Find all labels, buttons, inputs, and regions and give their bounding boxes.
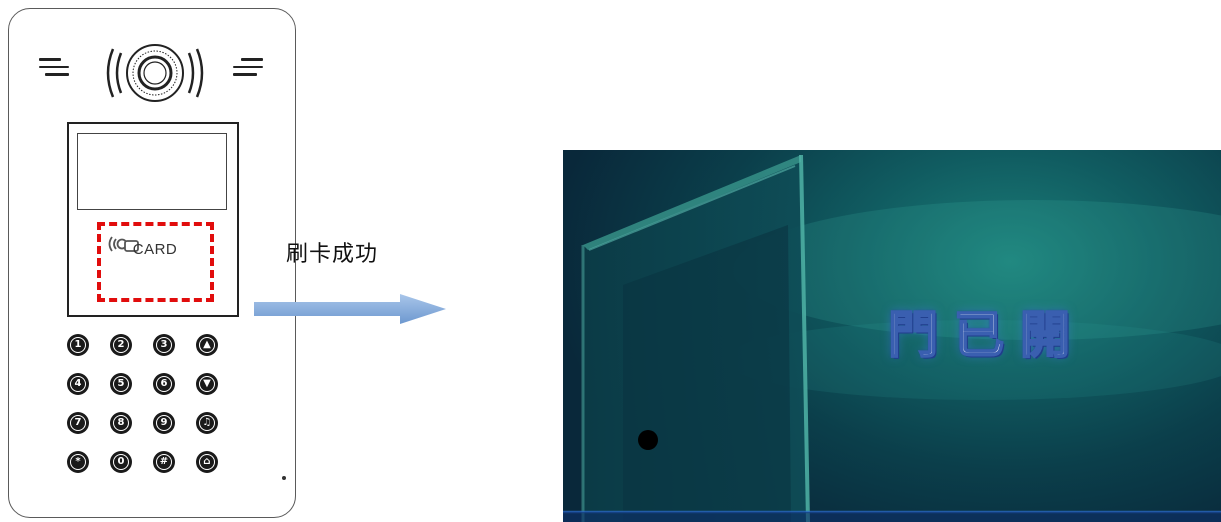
keypad-key-glyph: 0 bbox=[113, 454, 129, 470]
keypad-key-glyph: 6 bbox=[156, 376, 172, 392]
keypad-key-star[interactable]: * bbox=[67, 451, 89, 473]
keypad-key-glyph: 4 bbox=[70, 376, 86, 392]
camera-lens-icon bbox=[106, 44, 204, 102]
door-open-screen: 門已開 bbox=[563, 150, 1221, 522]
door-opened-message: 門已開 bbox=[887, 305, 1086, 365]
intercom-panel: CARD 1 2 3 ▲ 4 5 6 ▼ 7 8 9 ♫ * 0 # ⌂ bbox=[8, 8, 296, 518]
keypad-key-1[interactable]: 1 bbox=[67, 334, 89, 356]
keypad-key-glyph: 8 bbox=[113, 415, 129, 431]
keypad-key-glyph: ▲ bbox=[199, 337, 215, 353]
keypad-key-8[interactable]: 8 bbox=[110, 412, 132, 434]
keypad-key-down[interactable]: ▼ bbox=[196, 373, 218, 395]
keypad-key-glyph: ♫ bbox=[199, 415, 215, 431]
door-illustration bbox=[563, 154, 1221, 522]
lcd-screen bbox=[77, 133, 227, 210]
keypad-key-7[interactable]: 7 bbox=[67, 412, 89, 434]
swipe-success-caption: 刷卡成功 bbox=[286, 242, 379, 267]
keypad-key-glyph: 3 bbox=[156, 337, 172, 353]
indicator-dot bbox=[282, 476, 286, 480]
keypad-key-bell[interactable]: ♫ bbox=[196, 412, 218, 434]
keypad-key-glyph: ⌂ bbox=[199, 454, 215, 470]
keypad-key-glyph: # bbox=[156, 454, 172, 470]
keypad-key-4[interactable]: 4 bbox=[67, 373, 89, 395]
keypad-key-2[interactable]: 2 bbox=[110, 334, 132, 356]
keypad-key-9[interactable]: 9 bbox=[153, 412, 175, 434]
keypad-key-glyph: 7 bbox=[70, 415, 86, 431]
keypad-key-glyph: ▼ bbox=[199, 376, 215, 392]
keypad-key-glyph: * bbox=[70, 454, 86, 470]
keypad-key-home[interactable]: ⌂ bbox=[196, 451, 218, 473]
keypad-key-0[interactable]: 0 bbox=[110, 451, 132, 473]
keypad-key-glyph: 2 bbox=[113, 337, 129, 353]
keypad-key-glyph: 5 bbox=[113, 376, 129, 392]
card-reader-highlight bbox=[97, 222, 214, 302]
keypad-key-glyph: 9 bbox=[156, 415, 172, 431]
right-arrow-icon bbox=[254, 294, 446, 324]
keypad-key-glyph: 1 bbox=[70, 337, 86, 353]
card-label: CARD bbox=[132, 241, 178, 258]
keypad: 1 2 3 ▲ 4 5 6 ▼ 7 8 9 ♫ * 0 # ⌂ bbox=[67, 334, 218, 473]
display-frame: CARD bbox=[67, 122, 239, 317]
speaker-grille-left-icon bbox=[39, 58, 71, 81]
keypad-key-3[interactable]: 3 bbox=[153, 334, 175, 356]
keypad-key-5[interactable]: 5 bbox=[110, 373, 132, 395]
rfid-card-icon bbox=[108, 236, 139, 252]
keypad-key-hash[interactable]: # bbox=[153, 451, 175, 473]
keypad-key-6[interactable]: 6 bbox=[153, 373, 175, 395]
keypad-key-up[interactable]: ▲ bbox=[196, 334, 218, 356]
speaker-grille-right-icon bbox=[233, 58, 265, 81]
